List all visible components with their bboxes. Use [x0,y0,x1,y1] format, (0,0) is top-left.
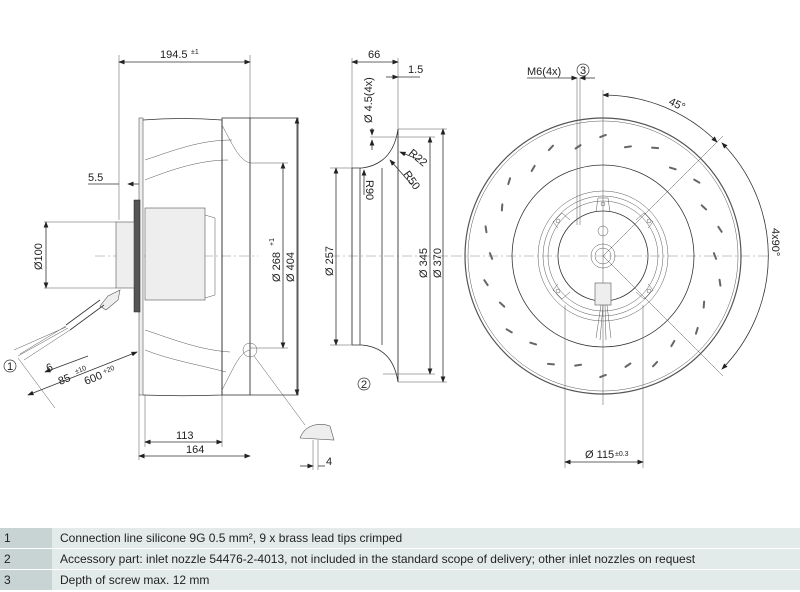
blade-slot [700,204,708,211]
note-number: 2 [0,549,52,569]
dim-overall-width: 194.5 [160,49,188,61]
callout-3: 3 [576,63,590,77]
svg-text:2: 2 [361,379,367,391]
blade-slot [530,164,536,173]
dim-lip: 1.5 [408,64,423,76]
blade-slot [507,177,512,186]
blade-slot [670,339,676,348]
blade-slot [624,362,632,368]
detail-dim: 4 [326,456,332,468]
dim-r90: R90 [363,180,375,200]
blade-slot [498,301,506,308]
dim-hole: Ø 4.5(4x) [363,77,375,123]
blade-slot [717,225,723,233]
blade-slot [668,166,677,171]
thread-label: M6(4x) [527,66,561,78]
dim-strip: 6 [45,361,55,374]
angle-4x90: 4x90° [769,228,781,256]
blade-slot [547,144,554,152]
blade-slot [483,279,489,287]
blade-slot [599,373,607,379]
blade-slot [599,133,607,139]
dim-width: 66 [368,49,380,61]
blade-slot [529,341,538,346]
blade-slot [693,178,701,184]
svg-text:1: 1 [7,361,13,373]
blade-slot [694,326,699,335]
dim-inlet-dia-tol: +1 [269,238,276,246]
blade-slot [574,144,582,150]
blade-slot [712,252,718,260]
dim-345: Ø 345 [418,248,430,278]
nozzle-detail [299,424,335,441]
dim-lead-tol: ±10 [74,365,88,376]
blade-slot [623,145,632,149]
dim-257: Ø 257 [324,246,336,276]
dim-motor-dia: Ø100 [33,243,45,270]
blade-slot [574,363,583,367]
note-text: Accessory part: inlet nozzle 54476-2-401… [52,549,800,569]
dim-r22: R22 [406,147,429,169]
dim-overall-width-tol: ±1 [191,49,199,56]
dim-cable-tol: +20 [102,365,116,376]
dim-flange-offset: 5.5 [88,172,103,184]
dim-r50: R50 [401,169,422,192]
side-view: 194.5 ±1 5.5 Ø100 Ø 268 +1 Ø 404 113 164… [3,49,335,470]
dim-bolt-circle: Ø 115 [585,449,614,461]
callout-1: 1 [3,359,17,373]
svg-text:3: 3 [580,65,586,77]
technical-drawing: 194.5 ±1 5.5 Ø100 Ø 268 +1 Ø 404 113 164… [3,49,781,470]
dim-depth-164: 164 [186,444,204,456]
blade-slot [652,360,659,368]
dim-bolt-circle-tol: ±0.3 [615,451,629,458]
nozzle-view: 66 1.5 Ø 4.5(4x) R22 R50 R90 Ø 257 Ø 345… [324,49,452,391]
blade-slot [488,252,494,260]
dim-depth-113: 113 [176,430,194,442]
front-view: 45° 4x90° M6(4x) 3 Ø 115 ±0.3 [452,63,781,468]
blade-slot [484,225,488,234]
note-text: Depth of screw max. 12 mm [52,570,800,590]
note-number: 3 [0,570,52,590]
note-number: 1 [0,528,52,548]
blade-slot [505,328,513,334]
blade-slot [718,278,722,287]
dim-370: Ø 370 [432,248,444,278]
dim-lead: 85 [57,372,73,388]
dim-outer-dia: Ø 404 [285,252,297,282]
angle-45: 45° [667,96,687,114]
note-text: Connection line silicone 9G 0.5 mm², 9 x… [52,528,800,548]
dim-inlet-dia: Ø 268 [271,252,283,282]
callout-2: 2 [357,377,371,391]
